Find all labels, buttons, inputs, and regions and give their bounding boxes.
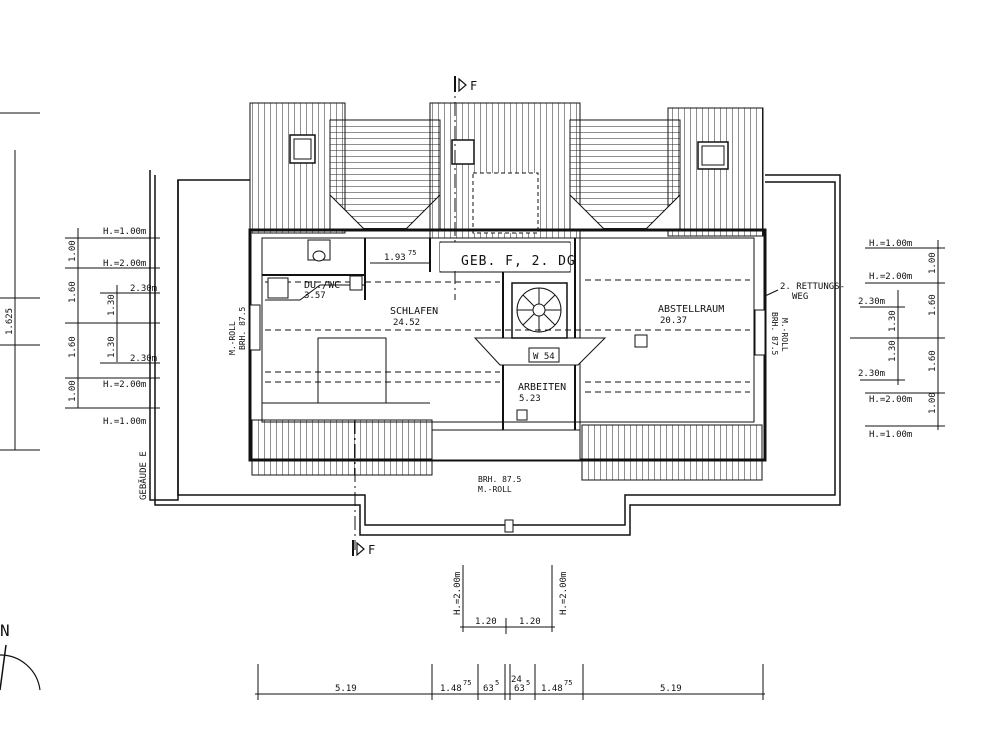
spiral-stair <box>511 282 568 339</box>
right-height-2: H.=2.00m <box>869 272 912 282</box>
plan-title: GEB. F, 2. DG <box>461 254 576 269</box>
roof-bottom-right <box>581 424 763 481</box>
roof-top-right <box>569 107 764 237</box>
brh-left: BRH. 87.5 <box>238 306 247 350</box>
right-height-3: 2.30m <box>858 297 885 307</box>
section-line <box>352 76 467 557</box>
right-dim-1: 1.00 <box>928 252 938 274</box>
right-height-1: H.=1.00m <box>869 239 912 249</box>
bottom-chain-2-sup: 75 <box>463 679 471 687</box>
right-dim-4: 1.30 <box>888 340 898 362</box>
section-marker-bottom: F <box>368 543 375 557</box>
left-dim-3: 1.30 <box>107 294 117 316</box>
bottom-chain-5: 63 <box>514 684 525 694</box>
bottom-chain-6-sup: 75 <box>564 679 572 687</box>
room-arbeiten-name: ARBEITEN <box>518 382 566 393</box>
roof-top-left <box>249 102 441 234</box>
bottom-center-dims <box>460 565 555 634</box>
right-dim-3: 1.30 <box>888 310 898 332</box>
inner-dim: 1.93 <box>384 253 406 263</box>
rettungsweg-label-2: WEG <box>792 292 808 302</box>
bottom-chain-2: 1.48 <box>440 684 462 694</box>
bottom-dimension-lines <box>255 664 765 700</box>
left-height-4: 2.30m <box>130 354 157 364</box>
building-label: GEBÄUDE E <box>138 451 149 500</box>
bottom-chain-1: 5.19 <box>335 684 357 694</box>
left-dim-1: 1.00 <box>68 240 78 262</box>
north-label: N <box>0 621 10 640</box>
room-duwc-name: DU./WC <box>304 280 340 291</box>
inner-dim-sup: 75 <box>408 249 416 257</box>
right-height-6: H.=1.00m <box>869 430 912 440</box>
right-dimension-lines <box>850 240 945 430</box>
north-arrow-icon <box>0 644 41 691</box>
section-marker-top: F <box>470 79 477 93</box>
mroll-left: M.-ROLL <box>228 321 237 355</box>
bottom-small-2: 1.20 <box>519 617 541 627</box>
left-outer-dim: 1.625 <box>5 308 15 335</box>
right-dim-6: 1.00 <box>928 392 938 414</box>
left-height-5: H.=2.00m <box>103 380 146 390</box>
mroll-right: M.-ROLL <box>780 318 789 352</box>
bottom-chain-3: 63 <box>483 684 494 694</box>
left-dim-2: 1.60 <box>68 281 78 303</box>
brh-right: BRH. 87.5 <box>770 312 779 356</box>
mroll-bottom: M.-ROLL <box>478 485 512 494</box>
bottom-chain-4: 24 <box>511 675 522 685</box>
terrace-outline <box>149 170 841 536</box>
room-arbeiten-area: 5.23 <box>519 394 541 404</box>
bottom-height-1: H.=2.00m <box>453 572 463 615</box>
left-dim-6: 1.00 <box>68 380 78 402</box>
bottom-chain-7: 5.19 <box>660 684 682 694</box>
bottom-chain-3-sup: 5 <box>495 679 499 687</box>
bottom-small-1: 1.20 <box>475 617 497 627</box>
room-abstellraum-name: ABSTELLRAUM <box>658 304 724 315</box>
left-dim-4: 1.30 <box>107 336 117 358</box>
room-schlafen-name: SCHLAFEN <box>390 306 438 317</box>
left-height-3: 2.30m <box>130 284 157 294</box>
left-height-6: H.=1.00m <box>103 417 146 427</box>
roof-bottom-left <box>251 419 433 476</box>
fixtures <box>267 239 648 533</box>
room-duwc-area: 3.57 <box>304 291 326 301</box>
left-dim-5: 1.60 <box>68 336 78 358</box>
bottom-height-2: H.=2.00m <box>559 572 569 615</box>
brh-bottom: BRH. 87.5 <box>478 475 522 484</box>
right-dim-2: 1.60 <box>928 294 938 316</box>
room-abstellraum-area: 20.37 <box>660 316 687 326</box>
room-schlafen-area: 24.52 <box>393 318 420 328</box>
left-height-1: H.=1.00m <box>103 227 146 237</box>
bottom-chain-6: 1.48 <box>541 684 563 694</box>
stair-box <box>528 347 560 363</box>
right-height-5: H.=2.00m <box>869 395 912 405</box>
roof-top-center <box>429 102 581 239</box>
right-dim-5: 1.60 <box>928 350 938 372</box>
bottom-chain-5-sup: 5 <box>526 679 530 687</box>
right-height-4: 2.30m <box>858 369 885 379</box>
roof-lines <box>265 279 750 393</box>
rettungsweg-label: 2. RETTUNGS- <box>780 282 845 292</box>
stair-label: W 54 <box>533 352 555 362</box>
left-dimension-lines <box>0 112 160 451</box>
left-height-2: H.=2.00m <box>103 259 146 269</box>
